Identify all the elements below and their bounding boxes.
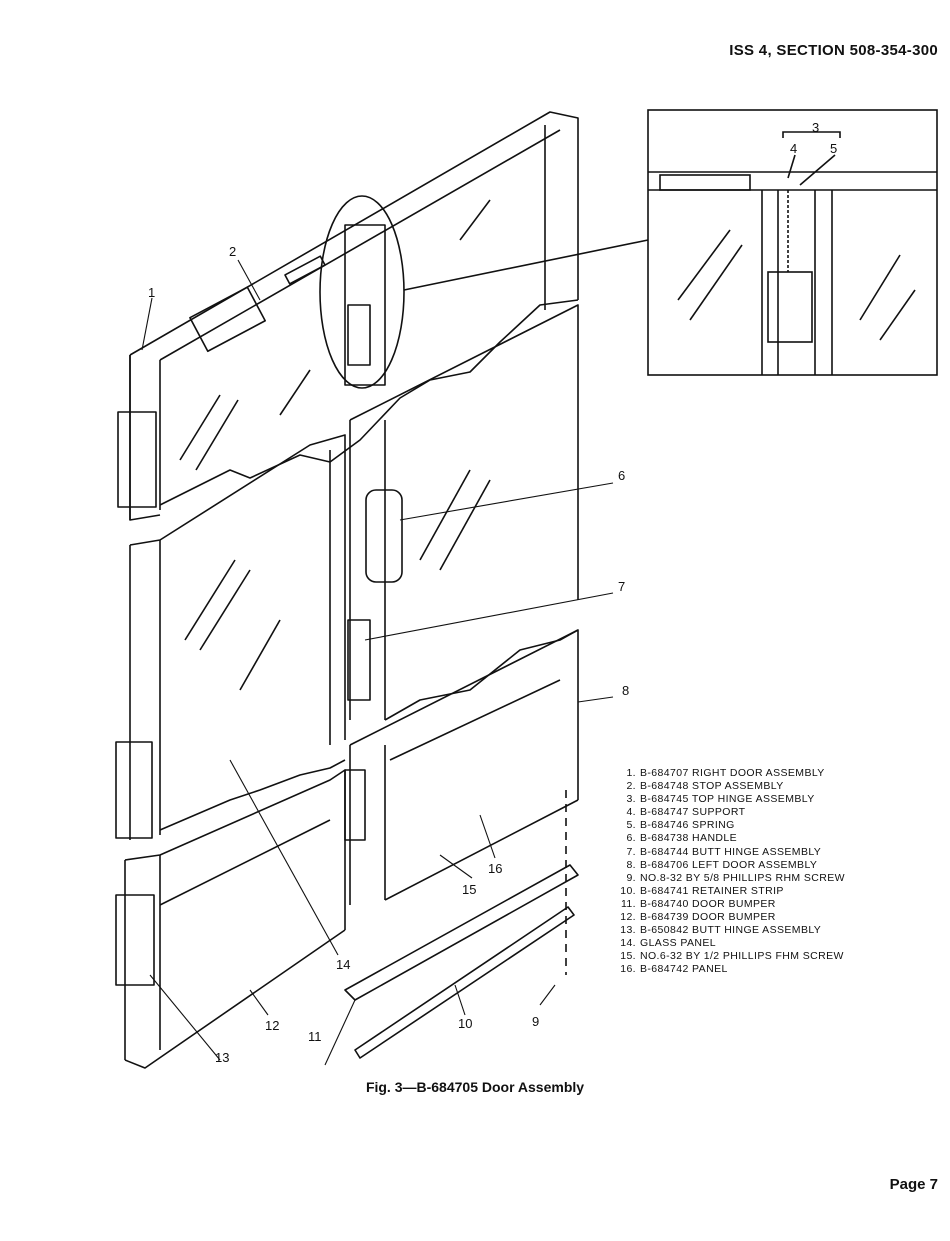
parts-list-description: B-684739 DOOR BUMPER	[640, 911, 776, 924]
parts-list-item: 7. B-684744 BUTT HINGE ASSEMBLY	[610, 846, 845, 859]
parts-list-description: B-684744 BUTT HINGE ASSEMBLY	[640, 845, 822, 858]
parts-list-item: 13. B-650842 BUTT HINGE ASSEMBLY	[610, 924, 845, 937]
callout-14: 14	[336, 957, 350, 972]
parts-list-item: 2. B-684748 STOP ASSEMBLY	[610, 780, 845, 793]
left-door-lower	[344, 629, 579, 905]
parts-list-item: 5. B-684746 SPRING	[610, 819, 845, 832]
parts-list: 1. B-684707 RIGHT DOOR ASSEMBLY 2. B-684748…	[610, 767, 845, 977]
right-door-lower	[115, 769, 346, 1069]
callout-16: 16	[488, 861, 502, 876]
parts-list-number: 6.	[626, 832, 636, 845]
parts-list-item: 3. B-684745 TOP HINGE ASSEMBLY	[610, 793, 845, 806]
parts-list-item: 8. B-684706 LEFT DOOR ASSEMBLY	[610, 859, 845, 872]
parts-list-item: 10. B-684741 RETAINER STRIP	[610, 885, 845, 898]
parts-list-description: B-684706 LEFT DOOR ASSEMBLY	[640, 858, 818, 871]
parts-list-number: 7.	[626, 845, 636, 858]
parts-list-item: 1. B-684707 RIGHT DOOR ASSEMBLY	[610, 767, 845, 780]
parts-list-description: NO.6-32 BY 1/2 PHILLIPS FHM SCREW	[640, 950, 844, 963]
parts-list-description: GLASS PANEL	[640, 937, 716, 950]
parts-list-item: 14. GLASS PANEL	[610, 937, 845, 950]
top-hinge-inset	[647, 109, 938, 376]
callout-12: 12	[265, 1018, 279, 1033]
parts-list-item: 11. B-684740 DOOR BUMPER	[610, 898, 845, 911]
callout-11: 11	[308, 1029, 322, 1044]
parts-list-item: 15. NO.6-32 BY 1/2 PHILLIPS FHM SCREW	[610, 950, 845, 963]
callout-2: 2	[229, 244, 236, 259]
figure-caption: Fig. 3—B-684705 Door Assembly	[365, 1079, 585, 1095]
page-number: Page 7	[889, 1176, 938, 1193]
parts-list-description: B-684746 SPRING	[640, 819, 735, 832]
parts-list-description: B-650842 BUTT HINGE ASSEMBLY	[640, 924, 822, 937]
callout-5: 5	[830, 141, 837, 156]
callout-8: 8	[622, 683, 629, 698]
callout-6: 6	[618, 468, 625, 483]
parts-list-number: 2.	[626, 780, 636, 793]
parts-list-number: 8.	[626, 858, 636, 871]
callout-13: 13	[215, 1050, 229, 1065]
glass-panel-center	[115, 434, 346, 840]
parts-list-number: 16.	[620, 963, 636, 976]
parts-list-description: B-684707 RIGHT DOOR ASSEMBLY	[640, 767, 825, 779]
callout-1: 1	[148, 285, 155, 300]
parts-list-number: 14.	[620, 937, 636, 950]
parts-list-number: 3.	[626, 793, 636, 806]
parts-list-description: B-684745 TOP HINGE ASSEMBLY	[640, 793, 815, 806]
parts-list-number: 12.	[620, 911, 636, 924]
parts-list-description: NO.8-32 BY 5/8 PHILLIPS RHM SCREW	[640, 871, 845, 884]
parts-list-description: B-684741 RETAINER STRIP	[640, 884, 784, 897]
parts-list-item: 16. B-684742 PANEL	[610, 963, 845, 976]
section-header: ISS 4, SECTION 508-354-300	[729, 42, 938, 59]
callout-3: 3	[812, 120, 819, 135]
parts-list-number: 9.	[626, 871, 636, 884]
parts-list-item: 6. B-684738 HANDLE	[610, 832, 845, 845]
parts-list-description: B-684742 PANEL	[640, 963, 728, 976]
parts-list-item: 9. NO.8-32 BY 5/8 PHILLIPS RHM SCREW	[610, 872, 845, 885]
callout-7: 7	[618, 579, 625, 594]
callout-15: 15	[462, 882, 476, 897]
parts-list-number: 15.	[620, 950, 636, 963]
callout-10: 10	[458, 1016, 472, 1031]
parts-list-number: 5.	[626, 819, 636, 832]
parts-list-number: 10.	[620, 884, 636, 897]
parts-list-number: 1.	[626, 767, 636, 779]
bumper-and-retainer	[344, 790, 579, 1059]
parts-list-description: B-684747 SUPPORT	[640, 806, 746, 819]
butt-hinge-upper	[117, 411, 157, 508]
parts-list-description: B-684748 STOP ASSEMBLY	[640, 780, 784, 793]
callout-4: 4	[790, 141, 797, 156]
parts-list-number: 11.	[620, 897, 636, 910]
top-hinge-highlight	[319, 195, 405, 389]
parts-list-description: B-684738 HANDLE	[640, 832, 738, 845]
parts-list-number: 4.	[626, 806, 636, 819]
right-door-upper	[129, 111, 579, 521]
parts-list-description: B-684740 DOOR BUMPER	[640, 897, 776, 910]
callout-9: 9	[532, 1014, 539, 1029]
parts-list-number: 13.	[620, 924, 636, 937]
parts-list-item: 12. B-684739 DOOR BUMPER	[610, 911, 845, 924]
right-door-mid	[347, 304, 579, 721]
parts-list-item: 4. B-684747 SUPPORT	[610, 806, 845, 819]
